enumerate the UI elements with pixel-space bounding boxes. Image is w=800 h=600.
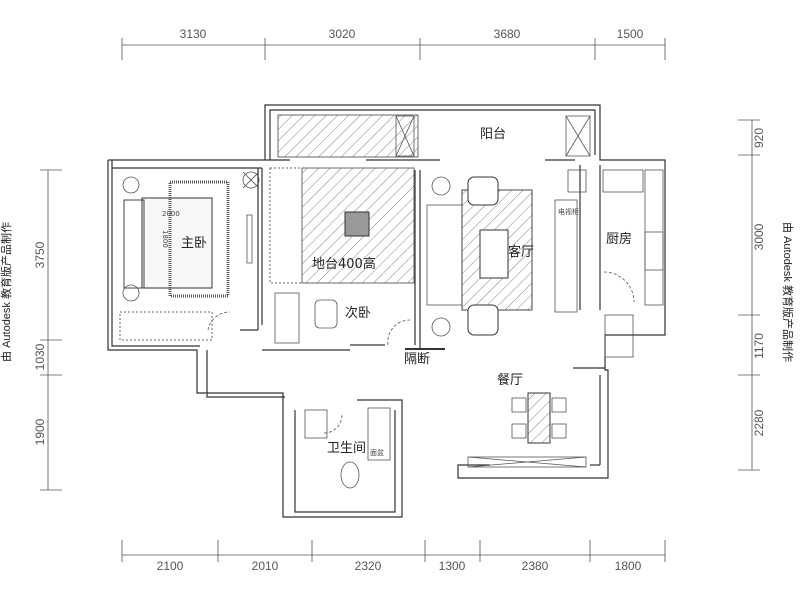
dining-chair: [551, 423, 567, 439]
armchair: [467, 304, 499, 336]
door-second-bedroom: [387, 319, 411, 346]
dim-left-2: 1030: [33, 343, 47, 370]
nightstand-lamp-icon: [122, 284, 140, 302]
window-balcony-right: [565, 115, 591, 157]
dimension-left: [40, 169, 62, 491]
toilet: [340, 461, 360, 489]
dim-top-4: 1500: [617, 27, 644, 41]
dim-bottom-5: 2380: [522, 559, 549, 573]
window-balcony-left: [395, 115, 415, 157]
door-master: [207, 311, 231, 331]
basin-label: 面盆: [370, 448, 384, 457]
dim-bottom-2: 2010: [252, 559, 279, 573]
dim-left-3: 1900: [33, 418, 47, 445]
bed-headboard: [123, 199, 145, 289]
coffee-table: [479, 229, 509, 279]
dim-bottom-6: 1800: [615, 559, 642, 573]
dim-right-4: 2280: [752, 409, 766, 436]
dining-chair: [511, 397, 527, 413]
bed-length-label: 2000: [162, 210, 180, 218]
window-dining: [467, 456, 587, 468]
bed: [141, 197, 213, 289]
dining-chair: [551, 397, 567, 413]
dim-right-3: 1170: [752, 333, 766, 359]
dim-top-1: 3130: [180, 27, 207, 41]
fridge: [604, 314, 634, 358]
room-label-living-room: 客厅: [508, 244, 534, 260]
washing-machine: [304, 409, 328, 439]
dim-left-1: 3750: [33, 241, 47, 268]
room-label-bathroom: 卫生间: [327, 441, 366, 456]
tv-master: [246, 214, 253, 264]
sink: [602, 169, 644, 193]
armchair: [467, 176, 499, 206]
dim-bottom-1: 2100: [157, 559, 184, 573]
sofa: [426, 204, 463, 306]
dim-top-2: 3020: [329, 27, 356, 41]
dimension-right: [738, 119, 760, 471]
lamp-icon: [431, 176, 451, 196]
door-bathroom: [323, 414, 343, 434]
room-label-partition: 隔断: [404, 352, 430, 367]
wardrobe-second-bedroom: [269, 167, 303, 284]
dim-bottom-3: 2320: [355, 559, 382, 573]
dining-table: [527, 392, 551, 444]
dim-right-1: 920: [752, 128, 766, 148]
dining-chair: [511, 423, 527, 439]
room-label-master-bedroom: 主卧: [181, 236, 207, 251]
nightstand-lamp-icon: [122, 176, 140, 194]
desk: [274, 292, 300, 344]
bed-rug: [168, 180, 230, 298]
tv-cabinet: [554, 199, 578, 313]
room-label-kitchen: 厨房: [606, 231, 632, 247]
chair: [314, 299, 338, 329]
dim-top-3: 3680: [494, 27, 521, 41]
dimension-bottom: [121, 540, 666, 562]
stove: [644, 231, 664, 271]
room-label-second-bedroom: 次卧: [345, 305, 371, 321]
room-label-balcony: 阳台: [480, 127, 506, 142]
room-label-dining-room: 餐厅: [497, 372, 523, 388]
basin-counter: [367, 407, 391, 461]
balcony-hatch: [277, 114, 419, 158]
room-label-platform: 地台400高: [312, 256, 376, 272]
lamp-icon: [431, 317, 451, 337]
tv-cabinet-label: 电视柜: [558, 207, 579, 216]
plant-icon: [242, 171, 260, 189]
dimension-top: [121, 38, 666, 60]
dim-right-2: 3000: [752, 223, 766, 250]
walls: [107, 104, 666, 518]
dim-bottom-4: 1300: [439, 559, 466, 573]
kitchen-counter: [644, 169, 664, 306]
platform-grate: [344, 211, 370, 237]
door-kitchen: [603, 271, 635, 303]
bed-width-label: 1800: [161, 230, 169, 248]
wardrobe-master: [119, 311, 213, 341]
tv-icon: [567, 169, 587, 193]
